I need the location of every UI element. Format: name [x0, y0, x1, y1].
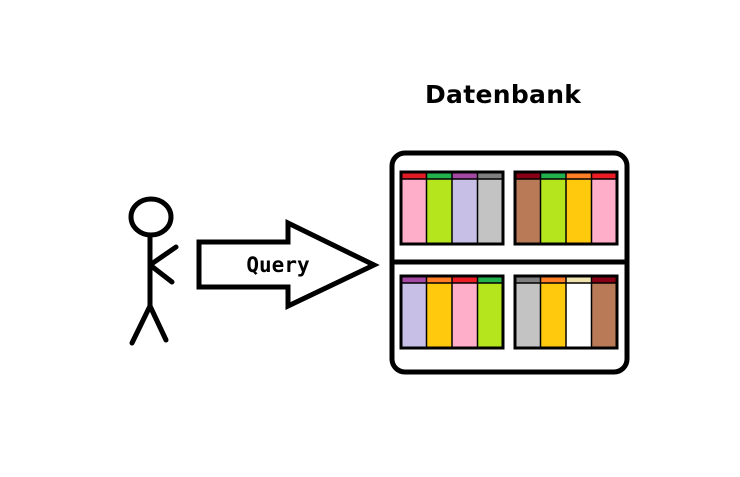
- book: [540, 172, 566, 244]
- shelf-compartment-1: [399, 170, 505, 246]
- book: [426, 172, 452, 244]
- book-spine-top: [540, 172, 566, 179]
- shelf-compartment-4: [513, 274, 619, 350]
- compartment-frame: [513, 170, 619, 246]
- book-spine-top: [477, 172, 503, 179]
- book-spine-top: [540, 276, 566, 283]
- book: [591, 276, 617, 348]
- query-arrow: Query: [196, 218, 380, 310]
- book: [566, 276, 592, 348]
- book: [401, 276, 427, 348]
- book: [591, 172, 617, 244]
- book: [515, 276, 541, 348]
- query-label: Query: [246, 253, 310, 277]
- figure-left-leg: [129, 303, 153, 346]
- book-spine-top: [426, 276, 452, 283]
- book-spine-top: [452, 276, 478, 283]
- book-spine-top: [515, 172, 541, 179]
- book: [477, 172, 503, 244]
- book-spine-top: [566, 276, 592, 283]
- figure-arms: [147, 244, 179, 285]
- book-spine-top: [566, 172, 592, 179]
- shelf-compartment-2: [513, 170, 619, 246]
- database-shelf-icon: [389, 150, 630, 375]
- database-title: Datenbank: [425, 80, 582, 109]
- book: [515, 172, 541, 244]
- book: [452, 172, 478, 244]
- book: [477, 276, 503, 348]
- stick-figure-user-icon: [128, 196, 179, 346]
- compartment-frame: [399, 170, 505, 246]
- shelf-compartment-3: [399, 274, 505, 350]
- book: [566, 172, 592, 244]
- book-spine-top: [515, 276, 541, 283]
- book-spine-top: [591, 276, 617, 283]
- book-spine-top: [401, 276, 427, 283]
- book: [540, 276, 566, 348]
- book: [452, 276, 478, 348]
- arrow-shape: [196, 218, 380, 310]
- book-spine-top: [591, 172, 617, 179]
- book-spine-top: [426, 172, 452, 179]
- compartment-frame: [399, 274, 505, 350]
- book-spine-top: [452, 172, 478, 179]
- shelf-compartments: [399, 170, 619, 350]
- book: [426, 276, 452, 348]
- book: [401, 172, 427, 244]
- book-spine-top: [401, 172, 427, 179]
- figure-head: [128, 196, 174, 238]
- book-spine-top: [477, 276, 503, 283]
- compartment-frame: [513, 274, 619, 350]
- figure-right-leg: [147, 303, 169, 343]
